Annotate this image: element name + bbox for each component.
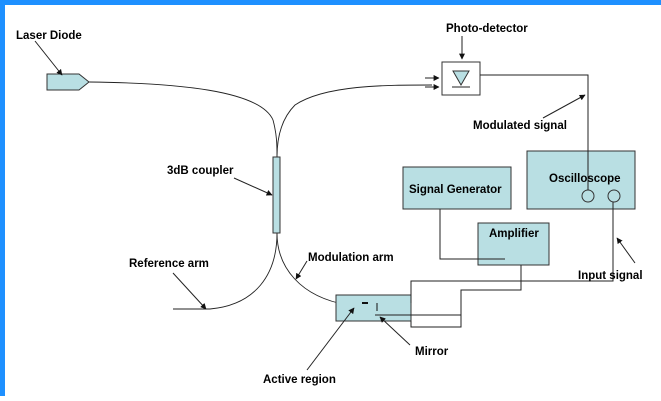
- fiber-modulation-arm: [276, 232, 349, 306]
- coupler-3db[interactable]: [272, 156, 281, 234]
- photo-detector[interactable]: [441, 61, 481, 96]
- optical-fibers: [88, 81, 433, 310]
- pointer-arrows: [34, 36, 636, 371]
- diagram-canvas: Laser Diode Photo-detector Modulated sig…: [16, 23, 643, 386]
- oscilloscope-channel-1[interactable]: [581, 189, 595, 203]
- label-modulated-signal: Modulated signal: [473, 120, 567, 132]
- label-active-region: Active region: [263, 374, 336, 386]
- fiber-laser-to-coupler: [88, 81, 278, 158]
- electrical-wires: [375, 74, 614, 328]
- signal-generator[interactable]: [402, 166, 512, 210]
- label-modulation-arm: Modulation arm: [308, 252, 394, 264]
- label-oscilloscope: Oscilloscope: [549, 173, 621, 185]
- label-amplifier: Amplifier: [489, 228, 539, 240]
- label-coupler: 3dB coupler: [167, 165, 234, 177]
- label-photo-detector: Photo-detector: [446, 23, 528, 35]
- label-reference-arm: Reference arm: [129, 258, 209, 270]
- laser-diode[interactable]: [46, 73, 90, 91]
- fiber-coupler-to-detector: [276, 84, 433, 158]
- amplifier[interactable]: [477, 222, 550, 266]
- fiber-reference-arm: [173, 232, 278, 310]
- label-input-signal: Input signal: [578, 270, 643, 282]
- label-mirror: Mirror: [415, 346, 449, 358]
- oscilloscope-channel-2[interactable]: [607, 189, 621, 203]
- label-signal-generator: Signal Generator: [409, 184, 502, 196]
- label-laser-diode: Laser Diode: [16, 30, 82, 42]
